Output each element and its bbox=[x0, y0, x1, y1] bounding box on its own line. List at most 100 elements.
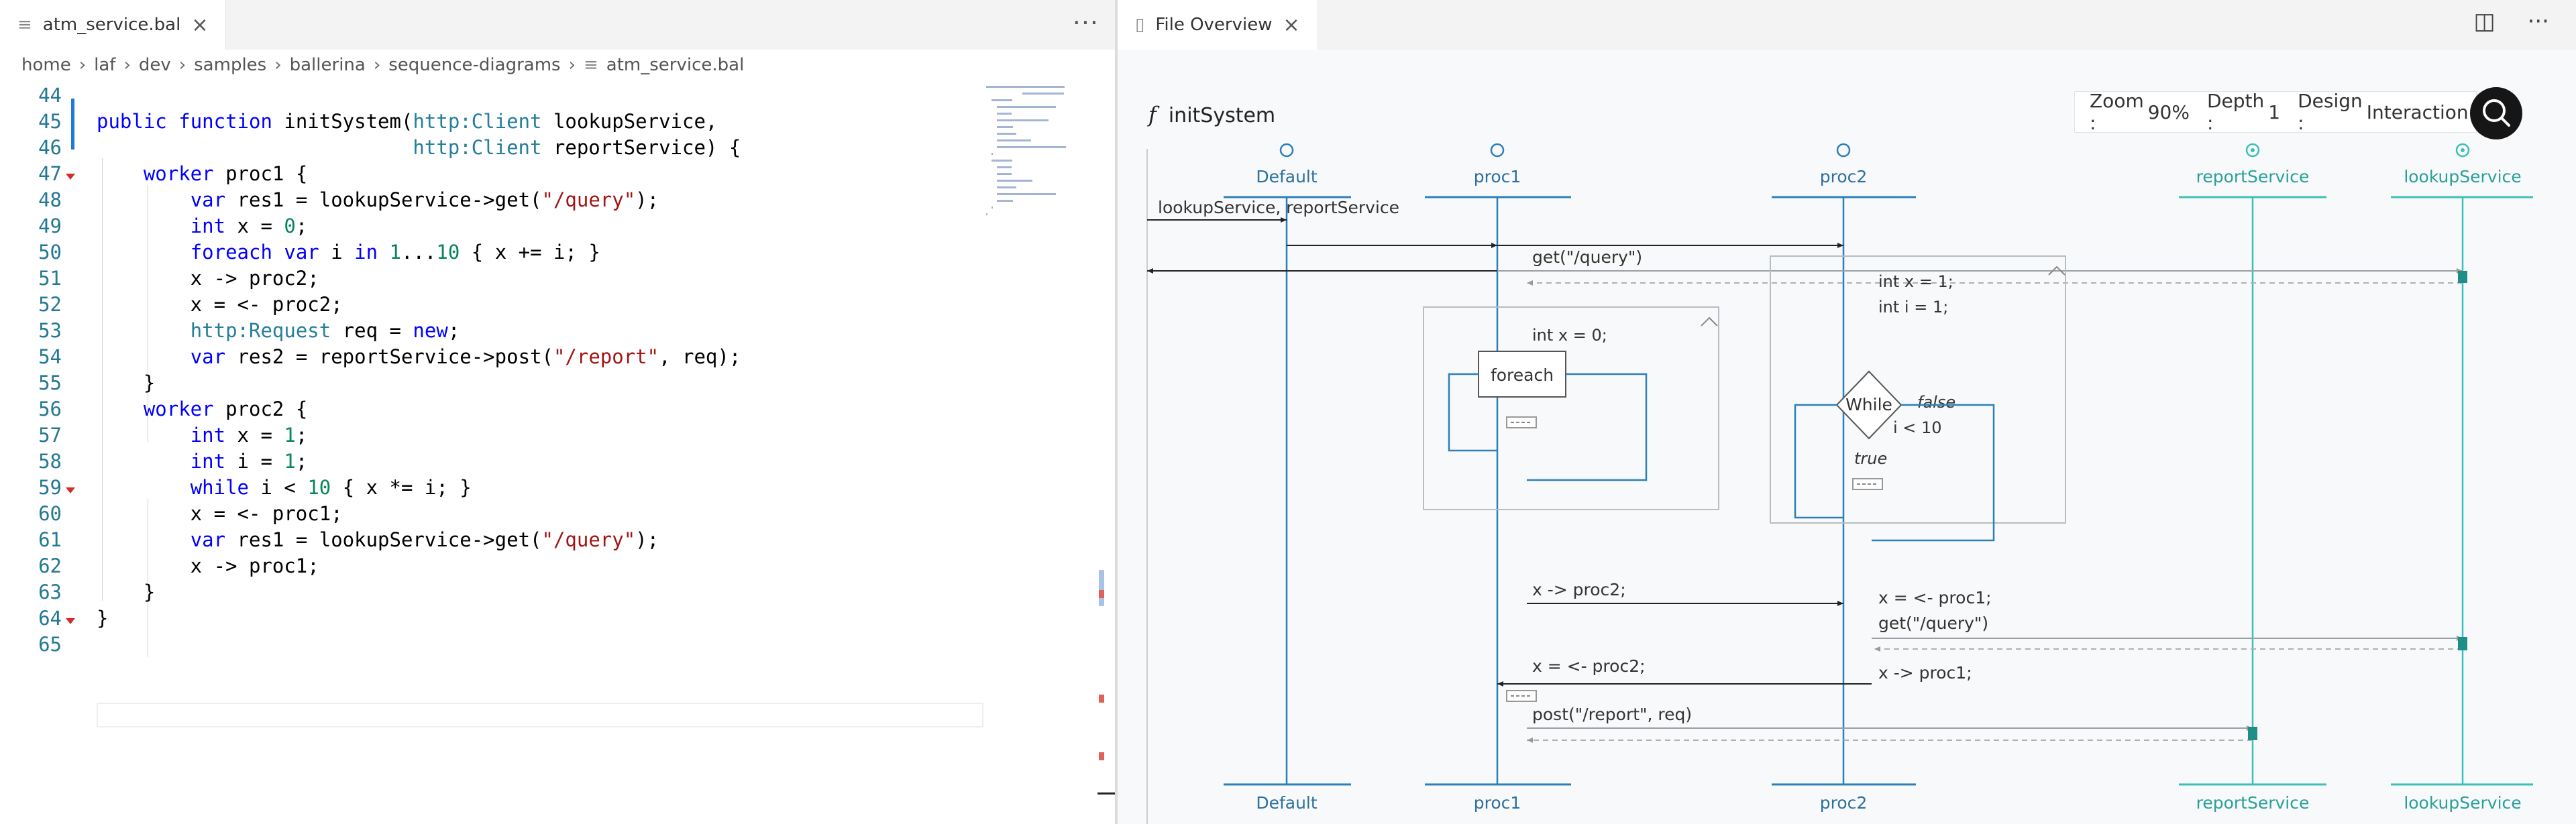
breadcrumb-item-dev[interactable]: dev bbox=[138, 55, 171, 75]
lifeline-lookupservice[interactable]: lookupService lookupService bbox=[2391, 143, 2533, 813]
code-text: } bbox=[97, 581, 156, 603]
svg-text:x = <- proc2;: x = <- proc2; bbox=[1532, 656, 1646, 676]
code-line[interactable]: 50 foreach var i in 1...10 { x += i; } bbox=[0, 239, 983, 266]
breadcrumb-item-ballerina[interactable]: ballerina bbox=[289, 55, 366, 75]
chevron-right-icon: › bbox=[123, 55, 131, 75]
lifeline-default[interactable]: Default Default bbox=[1224, 143, 1351, 813]
code-line[interactable]: 52 x = <- proc2; bbox=[0, 292, 983, 318]
svg-text:int x = 1;: int x = 1; bbox=[1878, 272, 1953, 291]
code-text: worker proc2 { bbox=[143, 398, 308, 420]
scrollbar-error-marker bbox=[1099, 695, 1104, 703]
search-button[interactable] bbox=[2470, 87, 2522, 139]
code-line[interactable]: 64} bbox=[0, 605, 983, 632]
breadcrumb-item-home[interactable]: home bbox=[21, 55, 71, 75]
line-number: 49 bbox=[38, 215, 62, 237]
tab-file-overview[interactable]: ▯ File Overview × bbox=[1118, 0, 1318, 50]
svg-text:true: true bbox=[1854, 449, 1887, 468]
svg-text:get("/query"): get("/query") bbox=[1878, 613, 1988, 633]
minimap-line bbox=[991, 153, 994, 155]
sequence-diagram-canvas: Default Default proc1 proc1 proc2 proc2 bbox=[1146, 143, 2533, 824]
code-line[interactable]: 56 worker proc2 { bbox=[0, 396, 983, 422]
scrollbar-thumb[interactable] bbox=[1097, 792, 1115, 794]
code-line[interactable]: 48 var res1 = lookupService->get("/query… bbox=[0, 187, 983, 213]
message-post-report[interactable]: post("/report", req) bbox=[1527, 705, 2257, 743]
more-actions-icon[interactable]: ··· bbox=[2527, 8, 2549, 35]
code-text: int x = 0; bbox=[190, 215, 308, 237]
depth-value[interactable]: 1 bbox=[2268, 101, 2281, 123]
code-line[interactable]: 58 int i = 1; bbox=[0, 449, 983, 475]
svg-text:int i = 1;: int i = 1; bbox=[1878, 298, 1948, 316]
split-editor-icon[interactable]: ◫ bbox=[2473, 8, 2496, 35]
code-line[interactable]: 63 } bbox=[0, 579, 983, 605]
code-line[interactable]: 62 x -> proc1; bbox=[0, 553, 983, 579]
line-number: 61 bbox=[38, 528, 62, 551]
message-x-to-proc2[interactable]: x -> proc2; bbox=[1527, 580, 1843, 606]
minimap[interactable] bbox=[986, 74, 1104, 275]
message-x-from-proc2[interactable]: x = <- proc2; bbox=[1506, 656, 1646, 702]
line-number: 60 bbox=[38, 502, 62, 525]
zoom-depth-design-panel[interactable]: Zoom : 90% Depth : 1 Design : Interactio… bbox=[2074, 90, 2477, 134]
code-line[interactable]: 57 int x = 1; bbox=[0, 422, 983, 449]
breadcrumb-item-samples[interactable]: samples bbox=[194, 55, 267, 75]
lifeline-footer-label: reportService bbox=[2196, 793, 2310, 813]
message-get-query-2[interactable]: get("/query") bbox=[1872, 613, 2467, 652]
minimap-line bbox=[997, 166, 1012, 168]
line-number: 48 bbox=[38, 188, 62, 211]
tab-label: atm_service.bal bbox=[42, 15, 181, 35]
modified-line-marker bbox=[71, 99, 74, 150]
minimap-line bbox=[997, 119, 1049, 121]
code-text: http:Request req = new; bbox=[190, 319, 460, 342]
code-line[interactable]: 53 http:Request req = new; bbox=[0, 318, 983, 344]
code-line[interactable]: 49 int x = 0; bbox=[0, 213, 983, 239]
breadcrumb-item-laf[interactable]: laf bbox=[94, 55, 116, 75]
minimap-line bbox=[991, 207, 994, 209]
minimap-line bbox=[997, 146, 1067, 148]
code-line[interactable]: 59 while i < 10 { x *= i; } bbox=[0, 475, 983, 501]
svg-text:x = <- proc1;: x = <- proc1; bbox=[1878, 588, 1992, 607]
editor-tab-bar: ≡ atm_service.bal × ··· bbox=[0, 0, 1115, 50]
file-lines-icon: ≡ bbox=[584, 55, 598, 75]
zoom-value[interactable]: 90% bbox=[2147, 101, 2190, 123]
close-icon[interactable]: × bbox=[191, 13, 209, 37]
message-x-from-proc1[interactable]: x = <- proc1; bbox=[1878, 588, 1992, 607]
lifeline-reportservice[interactable]: reportService reportService bbox=[2179, 143, 2326, 813]
minimap-line bbox=[986, 213, 988, 215]
code-text: int x = 1; bbox=[190, 424, 308, 447]
message-params[interactable]: lookupService, reportService bbox=[1147, 198, 1843, 274]
code-editor-pane: ≡ atm_service.bal × ··· home › laf › dev… bbox=[0, 0, 1115, 824]
depth-label: Depth : bbox=[2206, 90, 2265, 134]
close-icon[interactable]: × bbox=[1283, 13, 1300, 37]
line-number: 47 bbox=[38, 162, 62, 185]
lifeline-proc1[interactable]: proc1 proc1 bbox=[1425, 143, 1571, 813]
lifeline-proc2[interactable]: proc2 proc2 bbox=[1772, 143, 1916, 813]
breadcrumb-item-file[interactable]: atm_service.bal bbox=[606, 55, 745, 75]
message-get-query[interactable]: get("/query") bbox=[1497, 247, 2467, 286]
code-text: } bbox=[97, 607, 109, 630]
code-line[interactable]: 61 var res1 = lookupService->get("/query… bbox=[0, 527, 983, 553]
breadcrumb-item-sequence-diagrams[interactable]: sequence-diagrams bbox=[388, 55, 561, 75]
code-line[interactable]: 47 worker proc1 { bbox=[0, 161, 983, 187]
current-line-highlight bbox=[97, 703, 983, 727]
line-number: 59 bbox=[38, 476, 62, 499]
tab-atm-service[interactable]: ≡ atm_service.bal × bbox=[0, 0, 227, 50]
lifeline-footer-label: proc2 bbox=[1820, 793, 1868, 813]
minimap-line bbox=[1022, 93, 1064, 95]
line-number: 58 bbox=[38, 450, 62, 473]
foreach-block[interactable]: int x = 0; foreach bbox=[1423, 306, 1719, 510]
more-actions-icon[interactable]: ··· bbox=[1072, 8, 1099, 38]
pane-divider[interactable] bbox=[1115, 0, 1118, 824]
code-line[interactable]: 60 x = <- proc1; bbox=[0, 501, 983, 527]
warning-marker-icon bbox=[66, 618, 75, 624]
code-line[interactable]: 44 bbox=[0, 82, 983, 109]
chevron-right-icon: › bbox=[274, 55, 282, 75]
code-line[interactable]: 55 } bbox=[0, 370, 983, 396]
design-value[interactable]: Interaction bbox=[2366, 101, 2469, 123]
code-line[interactable]: 51 x -> proc2; bbox=[0, 266, 983, 292]
code-line[interactable]: 46 http:Client reportService) { bbox=[0, 135, 983, 161]
message-x-to-proc1[interactable]: x -> proc1; bbox=[1497, 663, 1972, 687]
while-block[interactable]: int x = 1; int i = 1; While false i < 10… bbox=[1770, 255, 2066, 542]
code-line[interactable]: 54 var res2 = reportService->post("/repo… bbox=[0, 344, 983, 370]
code-line[interactable]: 65 bbox=[0, 632, 983, 658]
